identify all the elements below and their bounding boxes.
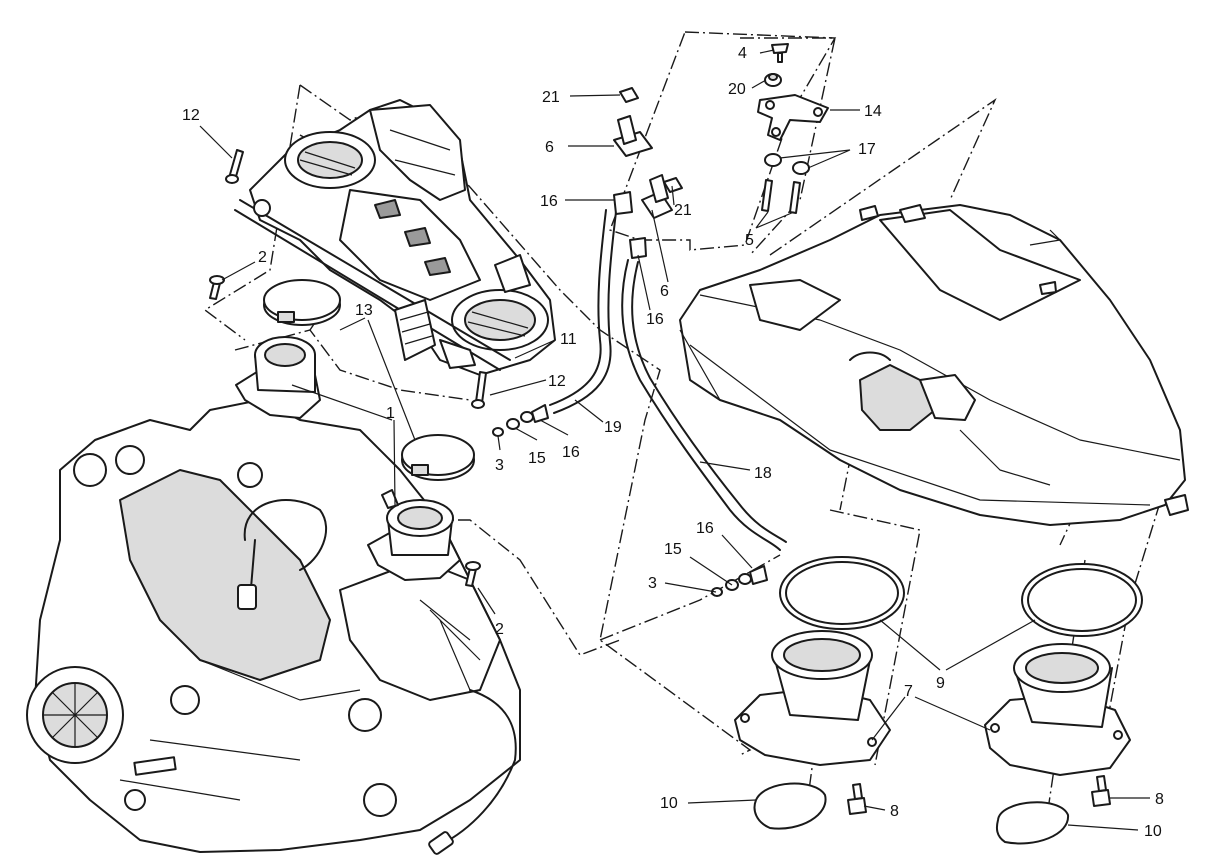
callout-16-lower: 16 [696,520,714,537]
callout-20: 20 [728,81,746,98]
callout-3-upper: 3 [495,457,504,474]
intake-funnel-7-left [734,630,891,766]
callout-10-right: 10 [1144,823,1162,840]
leader-lines [199,49,1150,831]
fitting-16-hose-19 [613,191,633,215]
bracket-6-left [613,115,653,157]
callout-4: 4 [738,45,747,62]
fitting-16-hose-18 [629,237,647,259]
bracket-14 [757,94,829,141]
nut-21-left [619,87,639,103]
callout-15-lower: 15 [664,541,682,558]
callout-labels: 12 2 13 1 11 12 3 15 16 19 2 21 6 16 21 … [182,45,1164,840]
intake-manifold-lower [367,489,461,581]
o-ring-10-right [995,801,1070,845]
fittings-upper [492,404,549,437]
screw-8-left [847,783,867,815]
callout-12-lower: 12 [548,373,566,390]
callout-18: 18 [754,465,772,482]
callout-6-left: 6 [545,139,554,156]
callout-14: 14 [864,103,882,120]
screw-8-right [1091,775,1111,807]
grommet-20 [764,73,782,87]
callout-8-right: 8 [1155,791,1164,808]
airbox-assembly [679,204,1189,526]
callout-12-upper: 12 [182,107,200,124]
callout-8-left: 8 [890,803,899,820]
callout-16-upper: 16 [562,444,580,461]
callout-2-lower: 2 [495,621,504,638]
screw-2-upper [209,275,225,300]
callout-21-left: 21 [542,89,560,106]
screw-2-lower [465,561,481,587]
callout-17: 17 [858,141,876,158]
bolt-4 [771,43,789,63]
hose-18 [621,259,787,551]
intake-manifold-upper [235,336,321,419]
callout-9: 9 [936,675,945,692]
gasket-9-right [1021,563,1143,637]
grommets-17 [764,153,810,175]
callout-7: 7 [904,683,913,700]
callout-10-left: 10 [660,795,678,812]
callout-16-left: 16 [540,193,558,210]
screws-5 [761,179,801,214]
callout-5: 5 [745,232,754,249]
callout-15-upper: 15 [528,450,546,467]
intake-funnel-7-right [984,643,1131,776]
hose-clamp-13-lower [401,434,475,481]
callout-11: 11 [560,331,577,348]
callout-3-lower: 3 [648,575,657,592]
hose-19 [549,209,617,414]
hose-clamp-13-upper [263,279,341,326]
screw-12-upper [225,149,244,184]
callout-19: 19 [604,419,622,436]
callout-1: 1 [386,405,395,422]
fittings-lower [711,565,768,597]
callout-16-right: 16 [646,311,664,328]
nut-21-right [663,177,683,193]
callout-6-right: 6 [660,283,669,300]
screw-12-lower [471,371,487,409]
callout-13: 13 [355,302,373,319]
callout-21-right: 21 [674,202,692,219]
throttle-body-assembly [234,99,556,376]
callout-2-upper: 2 [258,249,267,266]
gasket-9-left [779,556,905,630]
o-ring-10-left [753,782,827,830]
